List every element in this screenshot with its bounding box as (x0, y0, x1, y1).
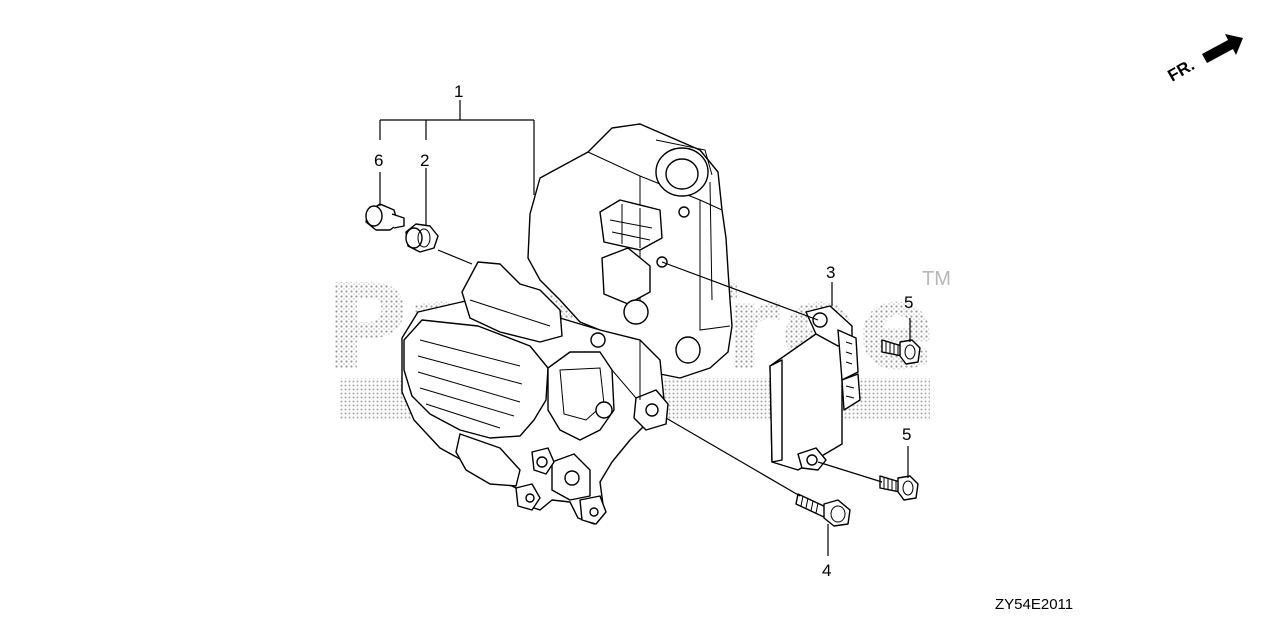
bolt-part-4 (795, 493, 851, 527)
direction-arrow-icon (1202, 34, 1243, 63)
callout-5-lower: 5 (902, 425, 911, 444)
front-direction-indicator: FR. (1165, 34, 1243, 85)
callout-5-upper: 5 (904, 293, 913, 312)
bolt-part-5-upper (881, 339, 921, 365)
grommet-part-2 (405, 223, 439, 253)
callout-4: 4 (822, 561, 831, 580)
control-unit-part-3 (769, 305, 861, 471)
callout-3: 3 (826, 263, 835, 282)
leader-lines (379, 100, 911, 556)
callout-2: 2 (420, 151, 429, 170)
callout-1: 1 (454, 82, 463, 101)
callouts: 1 2 3 4 5 5 6 (374, 82, 913, 580)
callout-6: 6 (374, 151, 383, 170)
watermark-trademark: TM (922, 268, 951, 290)
housing-assembly (401, 123, 733, 525)
bolt-part-5-lower (879, 475, 919, 501)
diagram-code: ZY54E2011 (995, 596, 1073, 613)
direction-label: FR. (1165, 55, 1198, 85)
collar-part-6 (365, 203, 405, 231)
